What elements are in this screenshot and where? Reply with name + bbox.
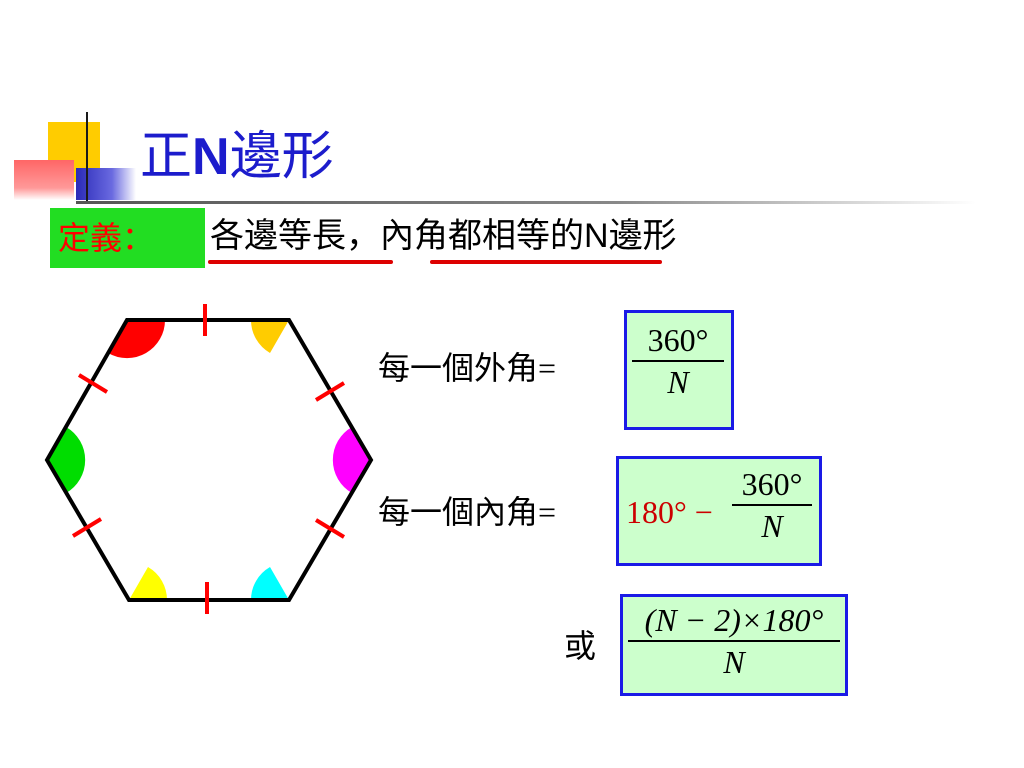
interior-angle-text: 每一個內角 (378, 493, 539, 531)
definition-part-polygon: 邊形 (608, 216, 677, 256)
definition-label: 定義： (58, 219, 155, 257)
interior-fraction-bar (732, 504, 812, 506)
tick-upper-left (77, 373, 109, 394)
definition-n: N (584, 217, 609, 255)
angle-sectors (47, 320, 371, 600)
decor-vertical-line (86, 112, 88, 202)
alternative-formula-box (620, 594, 848, 696)
interior-angle-label: 每一個內角= (378, 490, 556, 534)
interior-formula-box (616, 456, 822, 566)
interior-fraction: 360° N (732, 464, 812, 546)
exterior-fraction: 360° N (632, 320, 724, 402)
tick-lower-left (71, 517, 103, 538)
alternative-numerator: (N − 2)×180° (644, 602, 824, 638)
exterior-fraction-bar (632, 360, 724, 362)
title-n: N (192, 128, 230, 186)
interior-equals: = (538, 494, 557, 530)
title-prefix: 正 (140, 127, 193, 187)
angle-sector-bottom-left (129, 567, 168, 600)
decor-red-square (14, 160, 74, 200)
interior-numerator: 360° (741, 466, 803, 502)
slide-title: 正N邊形 (140, 122, 334, 192)
underline-equal-angles (430, 260, 662, 264)
hexagon-outline (44, 318, 374, 602)
definition-label-box (50, 208, 205, 268)
angle-sector-left (47, 427, 86, 493)
title-suffix: 邊形 (229, 127, 334, 187)
interior-prefix-wrap: 180° − (626, 494, 730, 531)
definition-comma: ， (346, 216, 380, 256)
exterior-equals: = (538, 350, 557, 386)
definition-text: 各邊等長，內角都相等的N邊形 (210, 208, 677, 264)
alternative-fraction-bar (628, 640, 840, 642)
tick-upper-right (314, 381, 346, 402)
definition-part-equal-angles: 內角都相等 (380, 216, 550, 256)
hexagon-diagram (44, 304, 374, 614)
exterior-numerator: 360° (647, 322, 709, 358)
interior-prefix: 180° − (626, 494, 713, 530)
underline-equal-sides (208, 260, 393, 264)
alternative-denominator: N (723, 644, 745, 680)
title-rule (76, 201, 976, 204)
angle-sector-top-right (250, 320, 289, 353)
tick-lower-right (314, 518, 346, 539)
definition-part-de: 的 (550, 216, 584, 256)
definition-part-equal-sides: 各邊等長 (210, 216, 346, 256)
exterior-denominator: N (667, 364, 689, 400)
equal-side-ticks (71, 304, 346, 614)
interior-denominator: N (761, 508, 783, 544)
exterior-formula-box (624, 310, 734, 430)
decor-blue-square (76, 168, 136, 200)
angle-sector-bottom-right (250, 567, 289, 600)
angle-sector-right (332, 427, 371, 493)
exterior-angle-text: 每一個外角 (378, 349, 539, 387)
alternative-label: 或 (564, 627, 597, 665)
alternative-fraction: (N − 2)×180° N (628, 600, 840, 682)
exterior-angle-label: 每一個外角= (378, 346, 556, 390)
